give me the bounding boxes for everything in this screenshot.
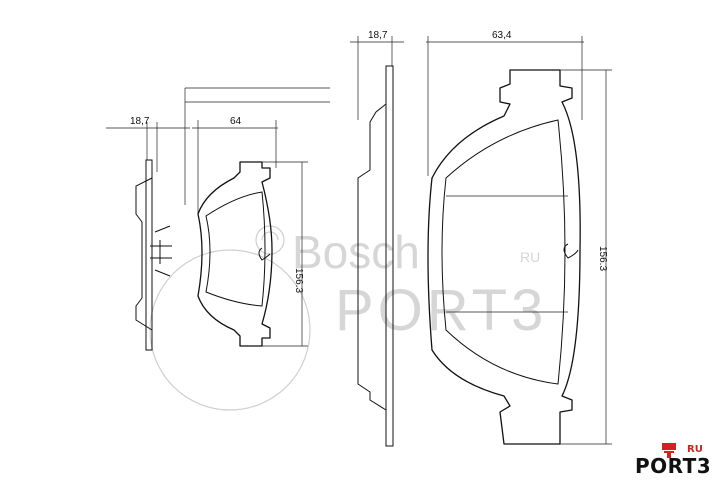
left-pad-outline [197, 161, 273, 347]
watermark-ring [149, 249, 311, 411]
right-front-view: 63,4 156.3 [426, 30, 612, 445]
left-front-view: 64 156.3 [184, 87, 330, 347]
right-friction-layer [357, 103, 387, 411]
right-width-label: 63,4 [492, 30, 512, 41]
logo-tld: RU [687, 444, 703, 455]
left-thickness-label: 18,7 [130, 116, 150, 127]
watermark-site-name: PORT3 [335, 278, 547, 343]
right-pad-outline [427, 69, 581, 445]
right-backing-plate [385, 65, 394, 447]
watermark-tld: RU [520, 249, 540, 265]
right-side-view: 18,7 [350, 30, 404, 447]
left-pad-friction-face [205, 191, 266, 307]
left-pad-slot [258, 247, 271, 261]
left-backing-plate [145, 159, 153, 351]
right-pad-slot [563, 243, 579, 259]
left-side-view: 18,7 [106, 116, 190, 351]
port3-logo: RU PORT3 [635, 442, 713, 482]
right-pad-friction-face [441, 119, 566, 385]
left-width-label: 64 [230, 116, 242, 127]
right-thickness-label: 18,7 [368, 30, 388, 41]
left-retaining-clip [150, 225, 172, 277]
left-friction-layer [135, 177, 153, 331]
piston-icon [662, 443, 676, 458]
left-height-label: 156.3 [293, 268, 304, 293]
watermark: Bosch RU PORT3 [149, 225, 547, 411]
watermark-copyright-mark [261, 231, 279, 241]
logo-wordmark: PORT3 [635, 454, 712, 478]
watermark-brand: Bosch [292, 226, 420, 278]
right-height-label: 156.3 [597, 246, 608, 271]
